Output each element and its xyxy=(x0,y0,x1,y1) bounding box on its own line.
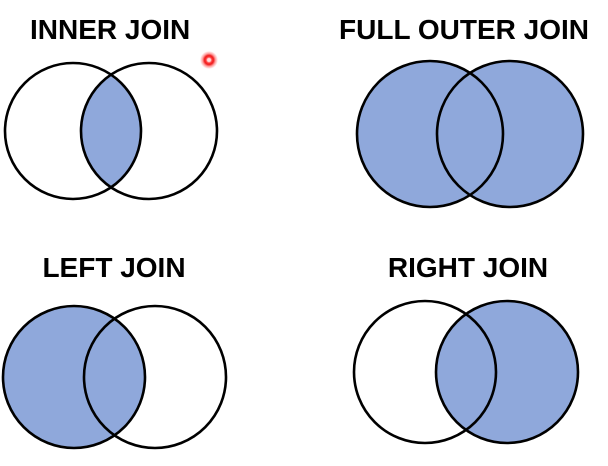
right-join-venn-diagram xyxy=(352,299,580,445)
left-join-left-circle-fill xyxy=(3,306,145,448)
inner-join-left-circle xyxy=(3,61,143,201)
left-join-left-circle xyxy=(1,304,147,450)
inner-join-right-circle xyxy=(79,61,219,201)
right-join-left-circle xyxy=(352,299,498,445)
left-join-venn-diagram xyxy=(1,304,228,450)
inner-join-intersection-fill xyxy=(80,74,142,188)
left-join-title: LEFT JOIN xyxy=(42,252,186,283)
full-outer-join-venn-diagram xyxy=(355,59,585,209)
full-outer-join-right-circle-fill xyxy=(437,61,583,207)
inner-join-venn-diagram xyxy=(3,61,219,201)
full-outer-join-left-circle xyxy=(355,59,505,209)
right-join-title: RIGHT JOIN xyxy=(387,252,549,283)
full-outer-join-title: FULL OUTER JOIN xyxy=(339,14,589,45)
left-join-right-circle xyxy=(82,304,228,450)
full-outer-join-right-circle xyxy=(435,59,585,209)
right-join-right-circle xyxy=(434,299,580,445)
cursor-highlight-dot xyxy=(200,51,218,69)
right-join-right-circle-fill xyxy=(436,301,578,443)
inner-join-title: INNER JOIN xyxy=(30,14,191,45)
